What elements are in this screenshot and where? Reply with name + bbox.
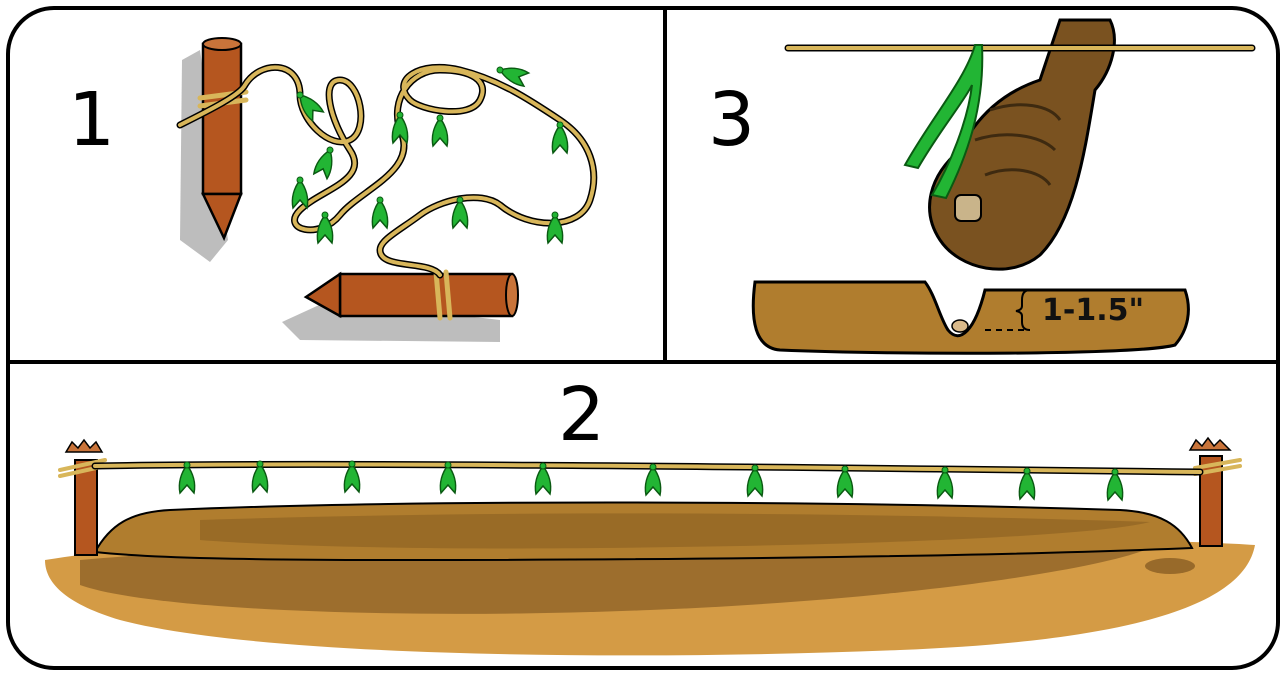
depth-label: 1-1.5" <box>1042 293 1144 328</box>
step-3-number: 3 <box>708 77 755 163</box>
step-1-number: 1 <box>68 77 115 163</box>
seed <box>952 320 968 332</box>
step-2-number: 2 <box>558 372 605 458</box>
